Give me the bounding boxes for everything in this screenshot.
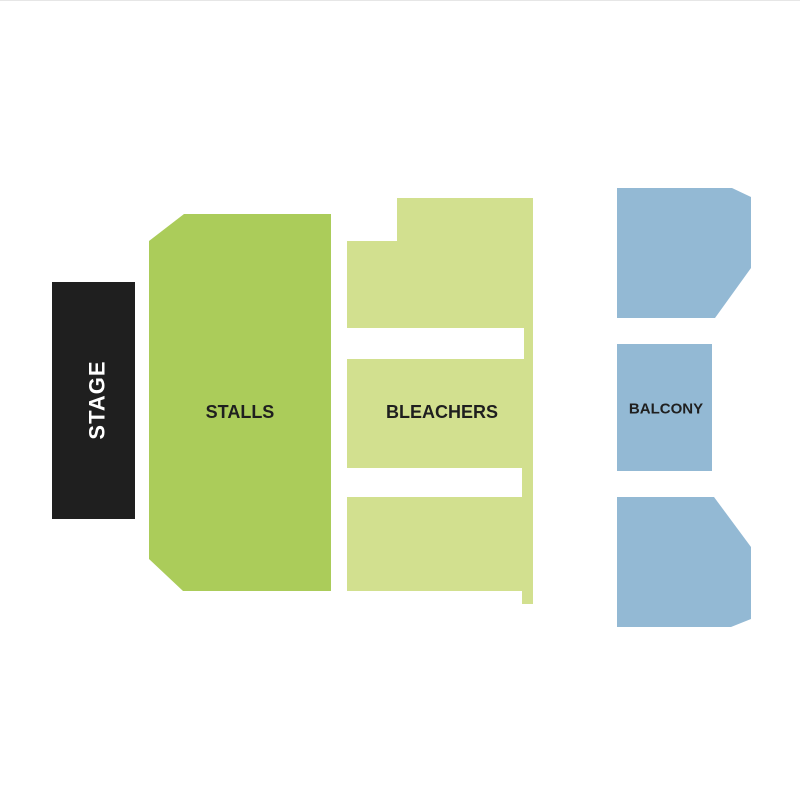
bleachers-block-top[interactable] (347, 198, 533, 328)
section-stalls[interactable]: STALLS (149, 214, 331, 591)
bleachers-block-bottom[interactable] (347, 497, 533, 604)
bleachers-connector-upper[interactable] (524, 328, 533, 359)
stalls-label: STALLS (206, 402, 275, 422)
top-divider (0, 0, 800, 1)
balcony-block-top[interactable] (617, 188, 751, 318)
section-bleachers[interactable]: BLEACHERS (347, 198, 533, 604)
bleachers-label: BLEACHERS (386, 402, 498, 422)
stage-label: STAGE (85, 360, 110, 439)
bleachers-block-middle[interactable] (347, 359, 533, 468)
stage-block (52, 282, 135, 519)
balcony-block-bottom[interactable] (617, 497, 751, 627)
balcony-block-middle[interactable] (617, 344, 712, 471)
balcony-label: BALCONY (629, 401, 703, 418)
stage: STAGE (52, 282, 135, 519)
bleachers-connector-lower[interactable] (522, 468, 533, 497)
section-balcony[interactable]: BALCONY (617, 188, 751, 627)
stalls-area[interactable] (149, 214, 331, 591)
